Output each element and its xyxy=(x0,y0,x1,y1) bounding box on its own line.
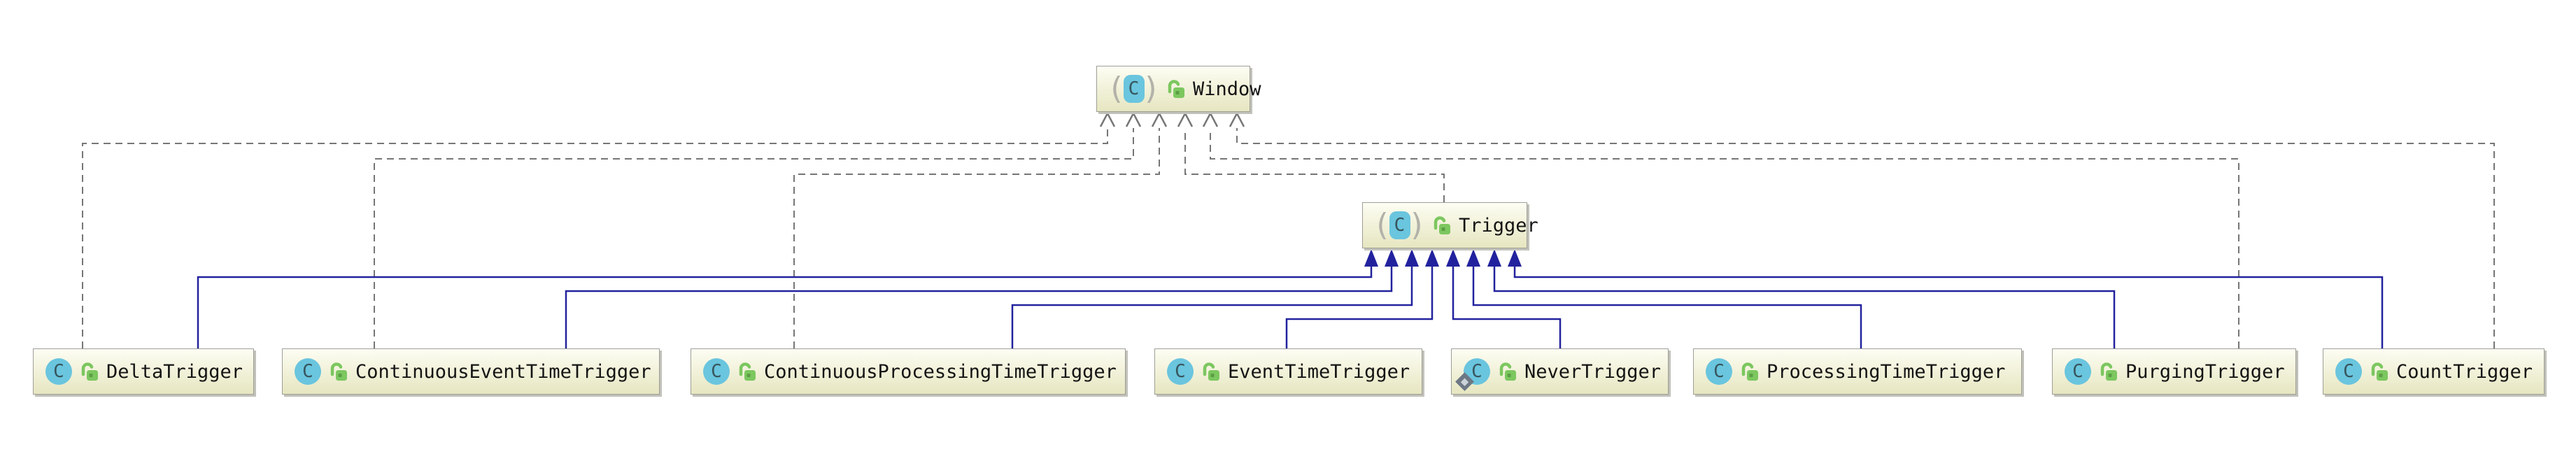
class-name-label: CountTrigger xyxy=(2396,360,2533,383)
class-letter: C xyxy=(1128,78,1140,99)
abstract-marker-right: ) xyxy=(1142,71,1161,106)
dependency-arrowhead xyxy=(1202,111,1219,127)
class-name-label: EventTimeTrigger xyxy=(1228,360,1410,383)
abstract-marker-left: ( xyxy=(1107,71,1126,106)
open-lock-icon xyxy=(80,361,99,382)
class-name-label: DeltaTrigger xyxy=(106,360,243,383)
inheritance-arrowhead xyxy=(1508,249,1522,267)
dependency-edge-deltatrigger-window[interactable] xyxy=(82,111,1116,348)
dependency-arrowhead xyxy=(1229,111,1245,127)
inheritance-edge-continuousprocessingtimetrigger-trigger[interactable] xyxy=(1011,249,1419,348)
inheritance-arrowhead xyxy=(1425,249,1439,267)
inheritance-arrowhead xyxy=(1364,249,1378,267)
dependency-arrowhead xyxy=(1099,111,1116,127)
open-lock-icon xyxy=(1432,215,1451,236)
dependency-edge-continuouseventtimetrigger-window[interactable] xyxy=(374,111,1142,348)
inheritance-edge-processingtimetrigger-trigger[interactable] xyxy=(1466,249,1862,348)
class-node-deltatrigger[interactable]: C DeltaTrigger xyxy=(33,348,254,395)
inheritance-arrowhead xyxy=(1487,249,1501,267)
inheritance-edge-purgingtrigger-trigger[interactable] xyxy=(1487,249,2116,348)
dependency-edge-continuousprocessingtimetrigger-window[interactable] xyxy=(793,111,1168,348)
inheritance-edge-deltatrigger-trigger[interactable] xyxy=(197,249,1378,348)
dependency-edge-purgingtrigger-window[interactable] xyxy=(1202,111,2239,348)
dependency-edge-counttrigger-window[interactable] xyxy=(1229,111,2495,348)
inheritance-arrowhead xyxy=(1446,249,1460,267)
inheritance-arrowhead xyxy=(1466,249,1480,267)
abstract-marker-right: ) xyxy=(1408,207,1427,243)
class-node-nevertrigger[interactable]: C NeverTrigger xyxy=(1451,348,1669,395)
inheritance-edge-continuouseventtimetrigger-trigger[interactable] xyxy=(565,249,1399,348)
class-letter: C xyxy=(1471,361,1482,382)
class-icon: C xyxy=(2335,358,2362,385)
class-node-window[interactable]: ( C ) Window xyxy=(1096,66,1261,112)
class-letter: C xyxy=(711,361,722,382)
class-name-label: Trigger xyxy=(1459,214,1538,236)
inheritance-arrowhead xyxy=(1405,249,1419,267)
dependency-arrowhead xyxy=(1125,111,1142,127)
class-letter: C xyxy=(2072,361,2083,382)
abstract-class-icon: ( C ) xyxy=(1373,207,1427,243)
dependency-edge-trigger-window[interactable] xyxy=(1177,111,1445,202)
open-lock-icon xyxy=(1166,78,1185,99)
class-name-label: Window xyxy=(1193,78,1261,100)
dependency-arrowhead xyxy=(1151,111,1168,127)
class-node-processingtimetrigger[interactable]: C ProcessingTimeTrigger xyxy=(1693,348,2022,395)
class-node-trigger[interactable]: ( C ) Trigger xyxy=(1362,202,1538,248)
class-letter: C xyxy=(1713,361,1725,382)
inheritance-edge-eventtimetrigger-trigger[interactable] xyxy=(1285,249,1439,348)
open-lock-icon xyxy=(2099,361,2118,382)
class-letter: C xyxy=(1175,361,1186,382)
open-lock-icon xyxy=(737,361,756,382)
dependency-arrowhead xyxy=(1177,111,1194,127)
class-name-label: ContinuousProcessingTimeTrigger xyxy=(764,360,1117,383)
class-name-label: NeverTrigger xyxy=(1524,360,1662,383)
class-icon: C xyxy=(703,358,730,385)
inheritance-arrowhead xyxy=(1385,249,1399,267)
class-icon: C xyxy=(1455,358,1490,391)
class-node-eventtimetrigger[interactable]: C EventTimeTrigger xyxy=(1154,348,1422,395)
class-icon: C xyxy=(2065,358,2091,385)
class-letter: C xyxy=(302,361,313,382)
class-node-continuouseventtimetrigger[interactable]: C ContinuousEventTimeTrigger xyxy=(282,348,660,395)
class-node-continuousprocessingtimetrigger[interactable]: C ContinuousProcessingTimeTrigger xyxy=(691,348,1126,395)
class-letter: C xyxy=(53,361,64,382)
class-name-label: PurgingTrigger xyxy=(2125,360,2285,383)
class-name-label: ProcessingTimeTrigger xyxy=(1767,360,2006,383)
class-icon: C xyxy=(1706,358,1732,385)
open-lock-icon xyxy=(2370,361,2389,382)
abstract-class-icon: ( C ) xyxy=(1107,71,1161,106)
open-lock-icon xyxy=(1498,361,1517,382)
open-lock-icon xyxy=(1201,361,1220,382)
class-icon: C xyxy=(1167,358,1194,385)
class-letter: C xyxy=(2343,361,2354,382)
class-icon: C xyxy=(295,358,321,385)
inheritance-edge-nevertrigger-trigger[interactable] xyxy=(1446,249,1562,348)
open-lock-icon xyxy=(329,361,348,382)
class-node-counttrigger[interactable]: C CountTrigger xyxy=(2323,348,2545,395)
inheritance-edge-counttrigger-trigger[interactable] xyxy=(1508,249,2384,348)
abstract-marker-left: ( xyxy=(1373,207,1392,243)
open-lock-icon xyxy=(1740,361,1759,382)
class-name-label: ContinuousEventTimeTrigger xyxy=(355,360,651,383)
class-icon: C xyxy=(45,358,72,385)
class-node-purgingtrigger[interactable]: C PurgingTrigger xyxy=(2052,348,2296,395)
class-letter: C xyxy=(1394,215,1406,236)
